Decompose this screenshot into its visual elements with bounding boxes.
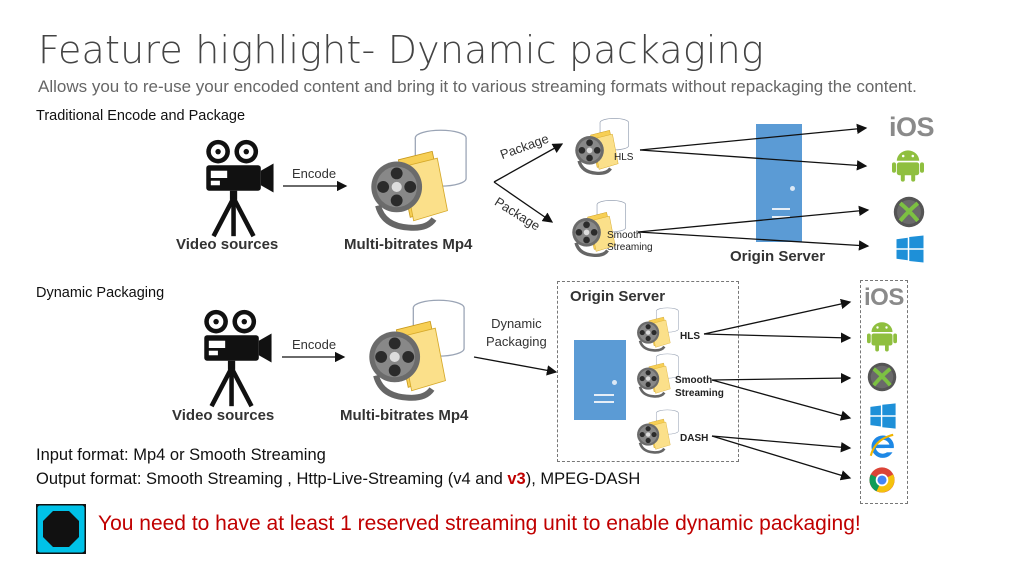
chrome-icon <box>868 466 896 494</box>
windows-icon <box>895 234 925 264</box>
dynamic-heading: Dynamic Packaging <box>36 285 165 301</box>
ios-logo: iOS <box>864 284 904 311</box>
warning-text: You need to have at least 1 reserved str… <box>98 512 861 535</box>
encode-label: Encode <box>292 166 337 181</box>
page-subtitle: Allows you to re-use your encoded conten… <box>38 77 917 96</box>
android-icon <box>892 146 924 182</box>
dash-package-icon <box>630 408 684 456</box>
ie-icon <box>868 432 896 460</box>
ios-logo: iOS <box>889 112 935 142</box>
hls-ios-arrow <box>639 123 868 151</box>
smooth-windows-arrow <box>637 231 870 251</box>
hls-label: HLS <box>614 152 634 163</box>
origin-server-icon <box>756 124 802 242</box>
smooth-xbox-arrow <box>637 205 870 233</box>
smooth-streaming-label: Smooth Streaming <box>675 375 724 399</box>
traditional-heading: Traditional Encode and Package <box>36 108 246 124</box>
media-folder-icon <box>356 296 474 406</box>
origin-server-label: Origin Server <box>730 248 826 265</box>
dynamic-packaging-label: Dynamic Packaging <box>486 316 547 349</box>
origin-server-group <box>557 281 739 462</box>
mp4-label: Multi-bitrates Mp4 <box>340 407 469 424</box>
stop-sign-icon <box>36 504 86 554</box>
video-camera-icon <box>202 138 276 238</box>
video-camera-icon <box>200 308 274 408</box>
windows-icon <box>869 402 897 430</box>
clients-group <box>860 280 908 504</box>
hls-package-icon <box>566 116 636 178</box>
video-sources-label: Video sources <box>176 236 279 253</box>
page-title: Feature highlight- Dynamic packaging <box>38 28 764 72</box>
video-sources-label: Video sources <box>172 407 275 424</box>
mp4-label: Multi-bitrates Mp4 <box>344 236 473 253</box>
smooth-streaming-label: Smooth Streaming <box>607 230 653 253</box>
v3-highlight: v3 <box>507 470 526 488</box>
media-folder-icon <box>358 126 476 236</box>
android-icon <box>867 318 897 352</box>
package-label: Package <box>498 130 551 163</box>
input-format-text: Input format: Mp4 or Smooth Streaming <box>36 446 326 464</box>
output-format-text: Output format: Smooth Streaming , Http-L… <box>36 470 641 488</box>
origin-server-icon <box>574 340 626 420</box>
hls-label: HLS <box>680 331 700 342</box>
xbox-icon <box>867 362 897 392</box>
package-label: Package <box>492 194 543 234</box>
xbox-icon <box>893 196 925 228</box>
dash-label: DASH <box>680 433 709 444</box>
encode-label: Encode <box>292 337 337 352</box>
hls-android-arrow <box>639 149 868 171</box>
hls-package-icon <box>630 306 684 354</box>
dynamic-packaging-arrow <box>473 356 558 376</box>
origin-server-label: Origin Server <box>570 288 666 305</box>
